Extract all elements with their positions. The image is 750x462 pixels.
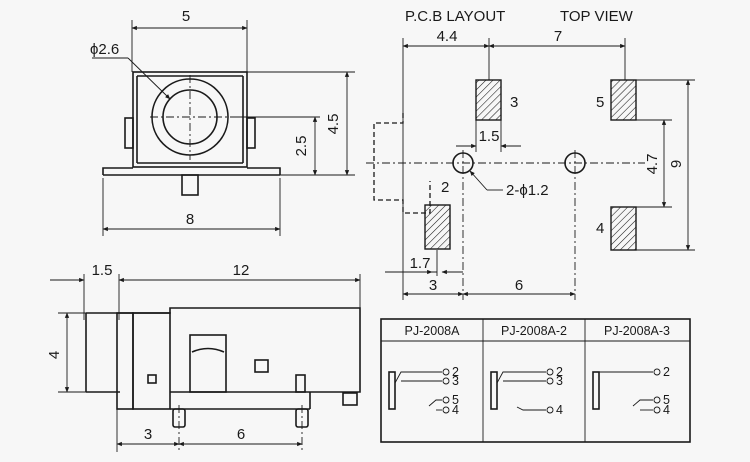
front-view: 5 ϕ2.6 2.5 4.5 <box>90 8 355 236</box>
schem-c-pin-5: 5 <box>663 393 670 407</box>
pad-3 <box>475 79 502 121</box>
pad-2-label: 2 <box>441 179 449 196</box>
center-height-label: 2.5 <box>293 136 310 157</box>
schem-b-pin-4: 4 <box>556 403 563 417</box>
pad-3-label: 3 <box>510 94 518 111</box>
pcb-left-dim: 4.4 <box>437 28 458 45</box>
top-view-title: TOP VIEW <box>560 8 634 25</box>
pad-span-label: 9 <box>668 160 685 168</box>
pad-2 <box>424 204 451 250</box>
schem-c-pin-4: 4 <box>663 403 670 417</box>
schem-c-pin-2: 2 <box>663 365 670 379</box>
schematic-c: 2 5 4 <box>592 365 670 417</box>
schem-b-pin-3: 3 <box>556 374 563 388</box>
pad-4 <box>610 206 637 251</box>
side-length-label: 12 <box>233 262 250 279</box>
model-c-header: PJ-2008A-3 <box>604 324 670 338</box>
schem-a-pin-5: 5 <box>452 393 459 407</box>
pad-offset-label: 1.7 <box>410 255 431 272</box>
pad-5-label: 5 <box>596 94 604 111</box>
base-width-label: 8 <box>186 211 194 228</box>
hole-spec-label: 2-ϕ1.2 <box>506 182 549 199</box>
pcb-bottom-right-dim: 6 <box>515 277 523 294</box>
pad-5 <box>610 79 637 121</box>
pcb-layout: P.C.B LAYOUT TOP VIEW 4.4 7 3 5 2 4 1.5 <box>366 8 695 300</box>
side-offset-label: 1.5 <box>92 262 113 279</box>
schem-a-pin-3: 3 <box>452 374 459 388</box>
schem-a-pin-4: 4 <box>452 403 459 417</box>
side-height-label: 4 <box>46 351 63 359</box>
schem-a-pin-2: 2 <box>452 365 459 379</box>
hole-diameter-label: ϕ2.6 <box>90 41 119 58</box>
pin-spacing-label: 6 <box>237 426 245 443</box>
model-a-header: PJ-2008A <box>405 324 461 338</box>
pin-offset-label: 3 <box>144 426 152 443</box>
front-width-label: 5 <box>182 8 190 25</box>
pad-gap-label: 4.7 <box>644 154 661 175</box>
model-b-header: PJ-2008A-2 <box>501 324 567 338</box>
pad-width-label: 1.5 <box>479 128 500 145</box>
pcb-layout-title: P.C.B LAYOUT <box>405 8 505 25</box>
side-view: 1.5 12 4 3 6 <box>46 262 361 452</box>
total-height-label: 4.5 <box>325 114 342 135</box>
schematic-a: 2 3 5 4 <box>388 365 459 417</box>
schematic-table: PJ-2008A PJ-2008A-2 PJ-2008A-3 2 3 5 4 <box>380 318 691 443</box>
pcb-right-dim: 7 <box>554 28 562 45</box>
schematic-b: 2 3 4 <box>490 365 563 417</box>
pad-4-label: 4 <box>596 220 604 237</box>
schem-b-pin-2: 2 <box>556 365 563 379</box>
pcb-bottom-left-dim: 3 <box>429 277 437 294</box>
